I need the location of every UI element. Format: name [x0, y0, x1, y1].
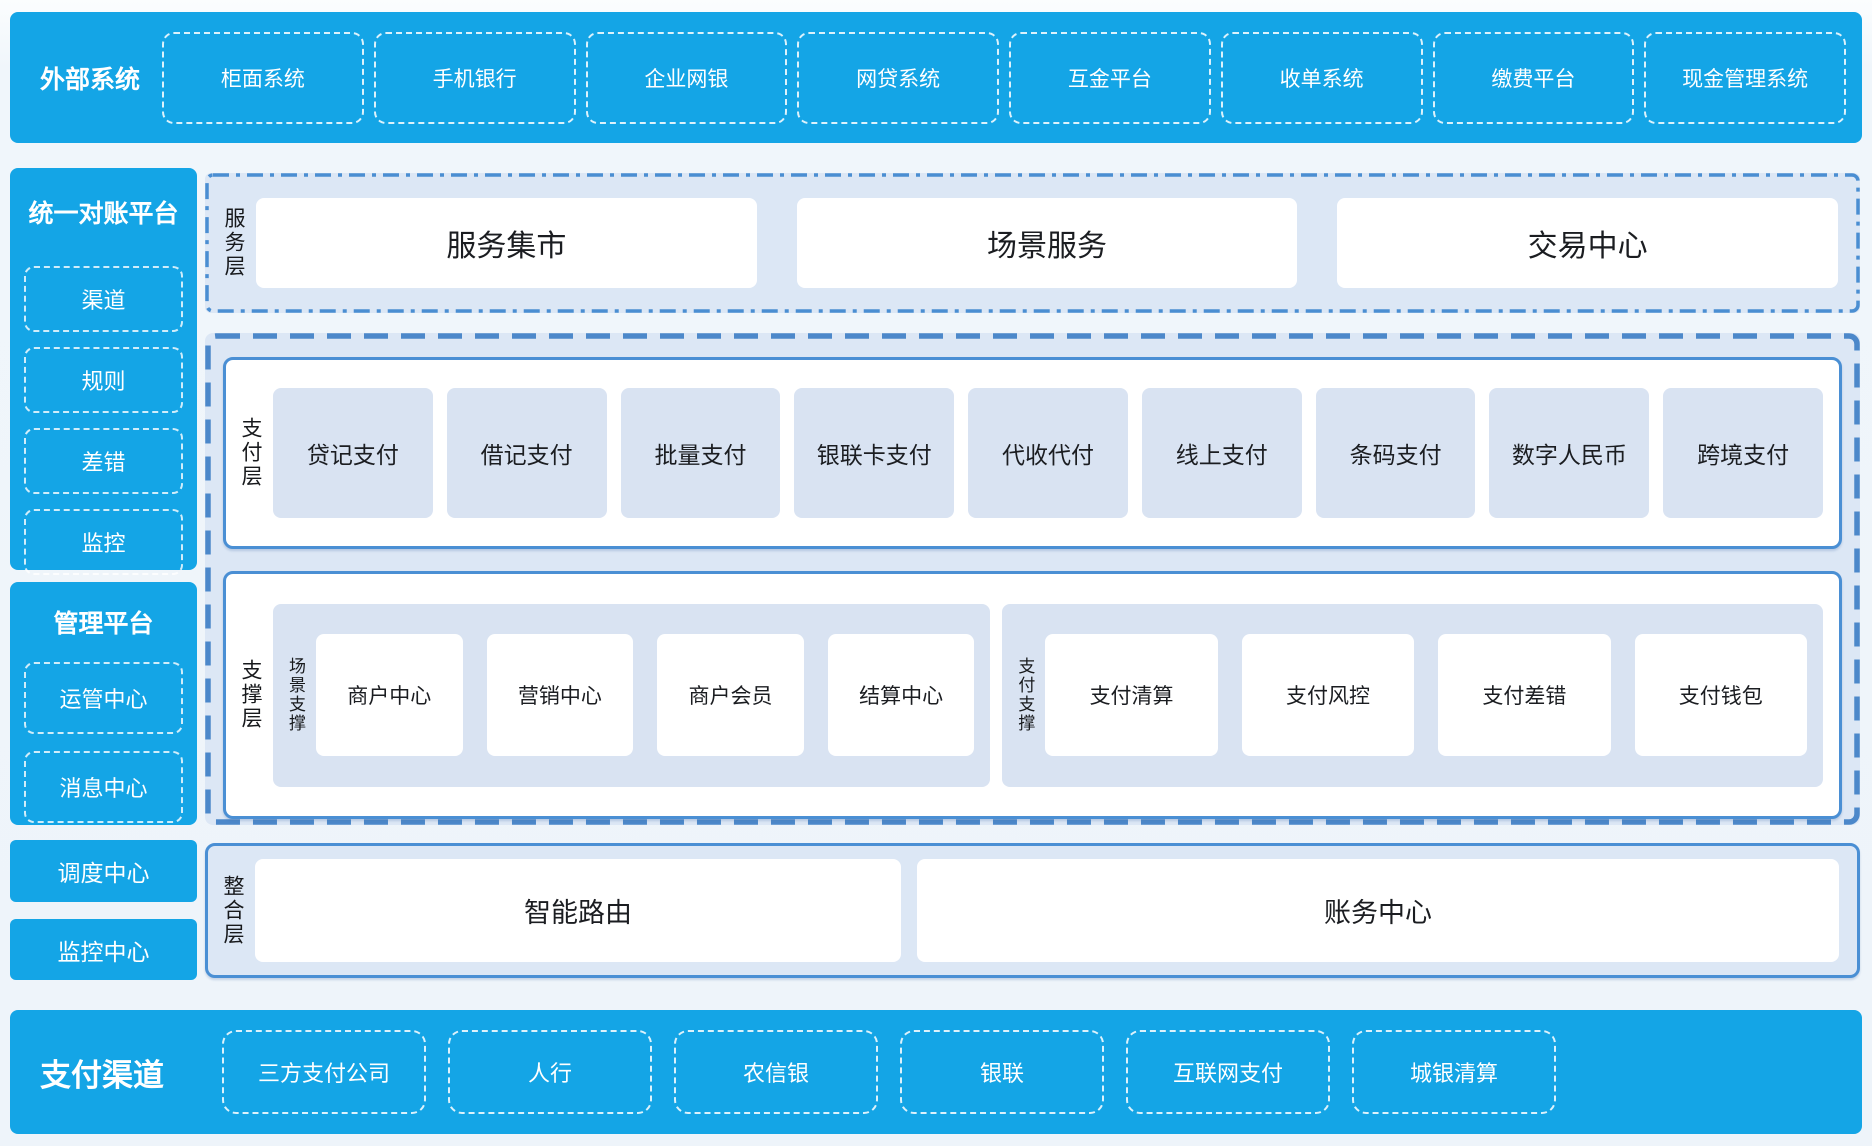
payment-support-boxes: 支付清算 支付风控 支付差错 支付钱包 [1045, 634, 1807, 756]
dispatch-center-box: 调度中心 [10, 840, 197, 902]
channel-third-party-payment: 三方支付公司 [222, 1030, 426, 1114]
external-systems-items: 柜面系统 手机银行 企业网银 网贷系统 互金平台 收单系统 缴费平台 现金管理系… [162, 31, 1847, 124]
external-system-mobile-bank: 手机银行 [373, 31, 576, 124]
service-layer-section: 服务层 服务集市 场景服务 交易中心 [205, 173, 1860, 313]
payment-clearing-box: 支付清算 [1045, 634, 1218, 756]
online-payment-box: 线上支付 [1141, 388, 1302, 518]
payment-layer-section: 支付层 贷记支付 借记支付 批量支付 银联卡支付 代收代付 线上支付 条码支付 … [223, 357, 1842, 549]
scene-support-group: 场景支撑 商户中心 营销中心 商户会员 结算中心 [273, 603, 991, 787]
recon-item-channel: 渠道 [24, 266, 183, 332]
channel-city-bank-clearing: 城银清算 [1352, 1030, 1556, 1114]
integration-layer-section: 整合层 智能路由 账务中心 [205, 843, 1860, 978]
barcode-payment-box: 条码支付 [1315, 388, 1476, 518]
merchant-center-box: 商户中心 [316, 634, 463, 756]
core-layers-container: 支付层 贷记支付 借记支付 批量支付 银联卡支付 代收代付 线上支付 条码支付 … [205, 333, 1860, 825]
channel-rural-credit-bank: 农信银 [674, 1030, 878, 1114]
collection-agency-box: 代收代付 [968, 388, 1128, 518]
integration-layer-boxes: 智能路由 账务中心 [255, 859, 1839, 962]
transaction-center-box: 交易中心 [1337, 198, 1839, 288]
recon-item-discrepancy: 差错 [24, 428, 183, 494]
credit-payment-box: 贷记支付 [273, 388, 433, 518]
channel-unionpay: 银联 [900, 1030, 1104, 1114]
payment-channel-items: 三方支付公司 人行 农信银 银联 互联网支付 城银清算 [222, 1030, 1556, 1114]
management-platform-title: 管理平台 [53, 610, 154, 638]
accounting-center-box: 账务中心 [916, 859, 1839, 962]
scenario-service-box: 场景服务 [796, 198, 1298, 288]
payment-support-group: 支付支撑 支付清算 支付风控 支付差错 支付钱包 [1002, 603, 1823, 787]
marketing-center-box: 营销中心 [486, 634, 634, 756]
external-systems-bar: 外部系统 柜面系统 手机银行 企业网银 网贷系统 互金平台 收单系统 缴费平台 … [10, 12, 1862, 143]
payment-channels-title: 支付渠道 [40, 1057, 164, 1093]
external-system-counter: 柜面系统 [162, 31, 364, 124]
debit-payment-box: 借记支付 [446, 388, 607, 518]
recon-platform-panel: 统一对账平台 渠道 规则 差错 监控 [10, 168, 197, 575]
channel-pboc: 人行 [448, 1030, 652, 1114]
recon-item-rules: 规则 [24, 347, 183, 413]
external-systems-title: 外部系统 [40, 65, 141, 94]
payment-risk-control-box: 支付风控 [1241, 634, 1415, 756]
support-layer-groups: 场景支撑 商户中心 营销中心 商户会员 结算中心 支付支撑 支付清算 支付风控 … [273, 603, 1823, 787]
payment-support-label: 支付支撑 [1015, 657, 1035, 733]
payment-wallet-box: 支付钱包 [1634, 634, 1807, 756]
batch-payment-box: 批量支付 [620, 388, 781, 518]
external-system-online-loan: 网贷系统 [797, 31, 1000, 124]
smart-routing-box: 智能路由 [255, 859, 901, 962]
payment-layer-boxes: 贷记支付 借记支付 批量支付 银联卡支付 代收代付 线上支付 条码支付 数字人民… [273, 388, 1824, 518]
scene-support-boxes: 商户中心 营销中心 商户会员 结算中心 [316, 634, 975, 756]
payment-channels-bar: 支付渠道 三方支付公司 人行 农信银 银联 互联网支付 城银清算 [10, 1010, 1862, 1134]
digital-rmb-box: 数字人民币 [1489, 388, 1650, 518]
unionpay-card-payment-box: 银联卡支付 [794, 388, 955, 518]
settlement-center-box: 结算中心 [827, 634, 975, 756]
recon-platform-title: 统一对账平台 [28, 200, 179, 228]
service-layer-boxes: 服务集市 场景服务 交易中心 [256, 198, 1839, 288]
mgmt-item-operations-center: 运管中心 [24, 662, 183, 734]
external-system-acquiring: 收单系统 [1220, 31, 1423, 124]
scene-support-label: 场景支撑 [286, 657, 305, 733]
service-market-box: 服务集市 [256, 198, 757, 288]
cross-border-payment-box: 跨境支付 [1663, 388, 1824, 518]
payment-discrepancy-box: 支付差错 [1438, 634, 1611, 756]
mgmt-item-message-center: 消息中心 [24, 751, 183, 823]
merchant-member-box: 商户会员 [657, 634, 804, 756]
payment-layer-label: 支付层 [239, 417, 262, 489]
support-layer-section: 支撑层 场景支撑 商户中心 营销中心 商户会员 结算中心 支付支撑 支付清算 支… [223, 571, 1842, 819]
monitoring-center-box: 监控中心 [10, 919, 197, 980]
management-platform-panel: 管理平台 运管中心 消息中心 [10, 582, 197, 825]
external-system-corporate-ebank: 企业网银 [585, 31, 788, 124]
support-layer-label: 支撑层 [239, 659, 262, 731]
channel-internet-payment: 互联网支付 [1126, 1030, 1330, 1114]
external-system-internet-finance: 互金平台 [1009, 31, 1211, 124]
external-system-bill-payment: 缴费平台 [1432, 31, 1635, 124]
recon-item-monitoring: 监控 [24, 509, 183, 575]
external-system-cash-mgmt: 现金管理系统 [1644, 31, 1847, 124]
integration-layer-label: 整合层 [221, 874, 244, 947]
service-layer-label: 服务层 [222, 207, 245, 279]
